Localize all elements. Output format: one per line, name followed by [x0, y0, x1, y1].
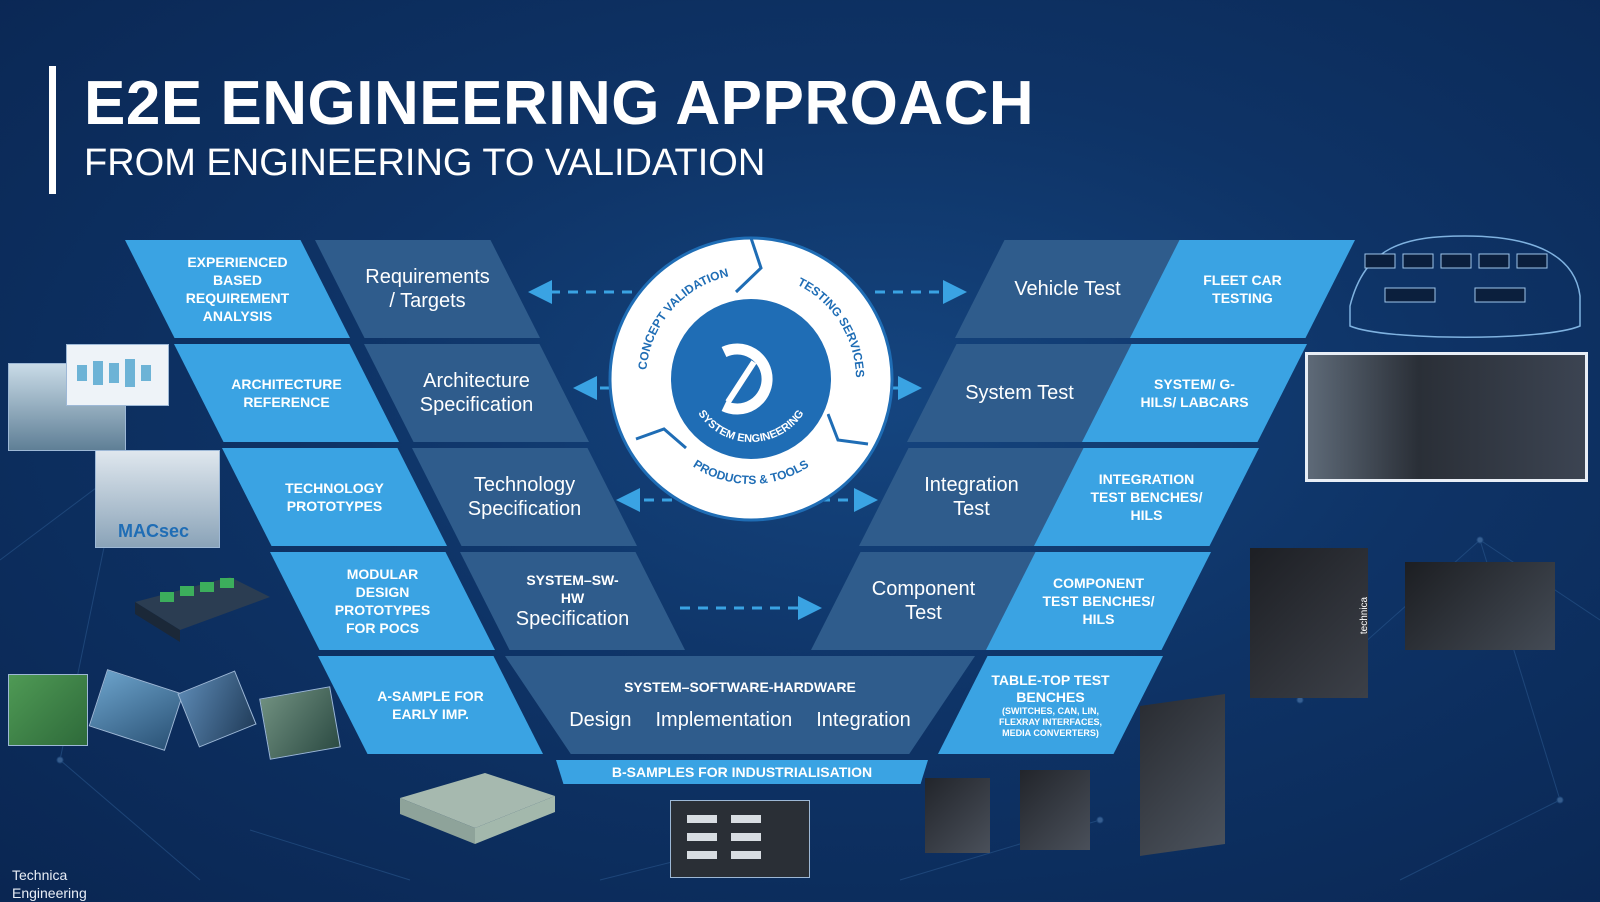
left-outer-label: EXPERIENCED BASED REQUIREMENT ANALYSIS	[185, 254, 290, 324]
left-inner-label: Architecture Specification	[419, 370, 534, 416]
bottom-design: Design	[569, 708, 632, 731]
system-sw-hw-heading: SYSTEM–SW-HW	[526, 572, 619, 606]
table-top-label: TABLE-TOP TEST BENCHES	[991, 671, 1110, 705]
bottom-integration: Integration	[816, 708, 911, 731]
footer-line-1: Technica	[12, 867, 68, 883]
macsec-label: MACsec	[118, 521, 190, 541]
table-top-details: (SWITCHES, CAN, LIN, FLEXRAY INTERFACES,…	[998, 705, 1103, 738]
system-engineering-cycle: CONCEPT VALIDATION TESTING SERVICES PROD…	[608, 236, 894, 522]
bottom-heading: SYSTEM–SOFTWARE-HARDWARE	[624, 678, 856, 695]
right-outer-label: SYSTEM/ G-HILS/ LABCARS	[1140, 376, 1249, 410]
footer-line-2: Engineering	[12, 885, 87, 901]
photo-table-top-device-1	[1140, 694, 1225, 856]
bottom-system-sw-hw: SYSTEM–SOFTWARE-HARDWARE Design Implemen…	[505, 656, 975, 754]
photo-fleet-car-schematic	[1349, 235, 1581, 338]
photo-component-bench	[1405, 562, 1555, 650]
title-accent-bar	[49, 66, 56, 194]
right-outer-label: INTEGRATION TEST BENCHES/ HILS	[1090, 471, 1203, 523]
left-inner-label: Requirements / Targets	[365, 266, 490, 312]
b-samples-strip: B-SAMPLES FOR INDUSTRIALISATION	[556, 760, 928, 784]
right-inner-label: Integration Test	[924, 474, 1019, 520]
page-title: E2E ENGINEERING APPROACH	[84, 69, 1035, 138]
left-outer-label: TECHNOLOGY PROTOTYPES	[285, 480, 384, 514]
photo-modular-prototype	[135, 577, 270, 642]
photo-b-sample-panel	[670, 800, 810, 878]
bottom-implementation: Implementation	[655, 708, 793, 731]
technica-logo-icon	[721, 343, 773, 415]
photo-macsec-booth: MACsec	[95, 450, 220, 548]
photo-b-sample-case	[400, 773, 555, 844]
left-inner-system-sw-hw-spec: SYSTEM–SW-HW Specification	[460, 552, 685, 650]
right-outer-label: COMPONENT TEST BENCHES/ HILS	[1042, 575, 1155, 627]
right-inner-label: Vehicle Test	[1014, 278, 1121, 300]
left-outer-label: ARCHITECTURE REFERENCE	[231, 376, 342, 410]
cycle-center-disc	[667, 295, 835, 463]
left-outer-label: A-SAMPLE FOR EARLY IMP.	[377, 688, 484, 722]
photo-board-1	[8, 674, 88, 746]
photo-architecture-diagram	[66, 344, 169, 406]
b-samples-label: B-SAMPLES FOR INDUSTRIALISATION	[611, 764, 873, 780]
right-inner-label: Component Test	[871, 578, 976, 624]
right-inner-label: System Test	[965, 382, 1074, 404]
left-outer-label: MODULAR DESIGN PROTOTYPES FOR POCS	[334, 566, 431, 636]
photo-hil-lab	[1305, 352, 1588, 482]
left-inner-label: Technology Specification	[467, 474, 582, 520]
page-subtitle: FROM ENGINEERING TO VALIDATION	[84, 142, 766, 184]
photo-table-top-device-3	[925, 778, 990, 853]
photo-board-4	[259, 686, 341, 760]
brand-label: technica	[1359, 596, 1371, 635]
photo-integration-rack: technica	[1250, 548, 1371, 698]
right-outer-label: FLEET CAR TESTING	[1203, 272, 1282, 306]
footer-company: Technica Engineering	[12, 866, 87, 902]
photo-table-top-device-2	[1020, 770, 1090, 850]
system-sw-hw-spec-label: Specification	[515, 608, 630, 630]
